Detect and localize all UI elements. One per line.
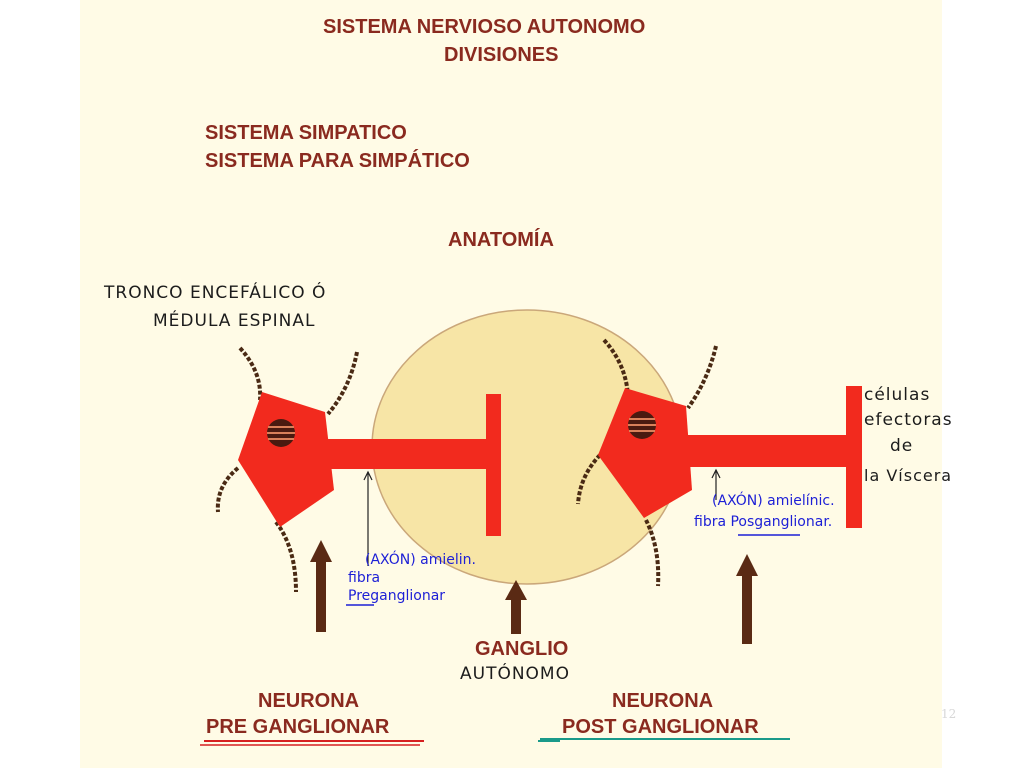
dendrite	[276, 522, 296, 592]
title-line-2: DIVISIONES	[444, 44, 558, 67]
dendrite	[688, 346, 716, 408]
up-arrow-icon	[505, 580, 527, 634]
preganglionic-terminal	[486, 394, 501, 536]
label-neurona-post-1: NEURONA	[612, 690, 713, 713]
postganglionic-axon	[682, 435, 852, 467]
label-neurona-pre-1: NEURONA	[258, 690, 359, 713]
label-celulas-2: efectoras	[864, 410, 953, 430]
dendrite	[218, 468, 238, 512]
label-tronco-1: TRONCO ENCEFÁLICO Ó	[104, 283, 326, 303]
dendrite	[240, 348, 260, 400]
label-neurona-pre-2: PRE GANGLIONAR	[206, 716, 389, 739]
label-post-fiber-2: fibra Posganglionar.	[694, 514, 832, 530]
up-arrow-icon	[310, 540, 332, 632]
page-number: 12	[941, 707, 956, 721]
dendrite	[328, 352, 357, 414]
label-ganglio: GANGLIO	[475, 638, 568, 661]
label-celulas-3: de	[890, 436, 913, 456]
postganglionic-terminal	[846, 386, 862, 528]
label-neurona-post-2: POST GANGLIONAR	[562, 716, 759, 739]
label-post-fiber-1: (AXÓN) amielínic.	[712, 493, 835, 509]
title-line-1: SISTEMA NERVIOSO AUTONOMO	[323, 16, 645, 39]
subtitle-parasimpatico: SISTEMA PARA SIMPÁTICO	[205, 150, 470, 173]
section-anatomia: ANATOMÍA	[448, 229, 554, 252]
preganglionic-axon	[318, 439, 488, 469]
subtitle-simpatico: SISTEMA SIMPATICO	[205, 122, 407, 145]
label-autonomo: AUTÓNOMO	[460, 664, 570, 684]
label-celulas-4: la Víscera	[864, 466, 952, 485]
up-arrow-icon	[736, 554, 758, 644]
nucleus-icon	[267, 419, 295, 447]
label-celulas-1: células	[864, 385, 930, 405]
nucleus-icon	[628, 411, 656, 439]
label-pre-fiber-3: Preganglionar	[348, 588, 445, 604]
label-pre-fiber-2: fibra	[348, 570, 380, 586]
label-tronco-2: MÉDULA ESPINAL	[153, 311, 315, 331]
label-pre-fiber-1: (AXÓN) amielin.	[365, 552, 476, 568]
